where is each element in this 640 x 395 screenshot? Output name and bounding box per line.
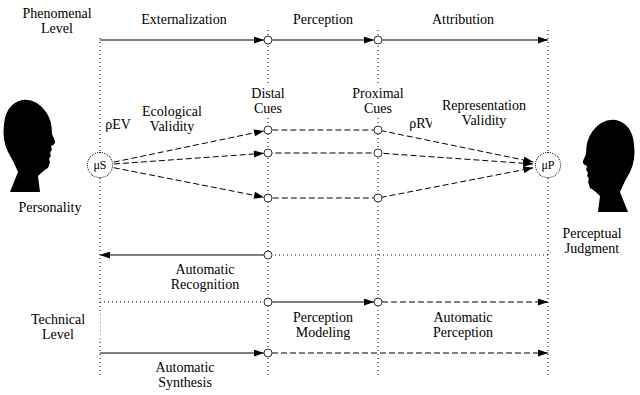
cue-dot: [264, 126, 382, 202]
stage-name: Externalization: [139, 12, 229, 27]
mean-circle: μS: [87, 152, 113, 178]
cue-label: Distal Cues: [236, 86, 300, 116]
person-silhouette: [4, 100, 56, 192]
task-label: Automatic Perception: [419, 310, 507, 340]
stage-name: Perception: [291, 12, 355, 27]
symbol-label: ρEV: [103, 117, 133, 132]
process-arrow: [100, 40, 548, 353]
task-label: Automatic Synthesis: [141, 360, 229, 390]
stage-name: Attribution: [430, 12, 496, 27]
mean-symbol: μS: [93, 159, 106, 171]
cue-path: [114, 130, 534, 162]
cue-label: Proximal Cues: [343, 86, 413, 116]
validity-label: Representation Validity: [432, 98, 536, 128]
person-label: Perceptual Judgment: [560, 226, 623, 256]
cue-arrowhead: [254, 127, 265, 200]
person-label: Personality: [17, 200, 84, 215]
validity-label: Ecological Validity: [135, 104, 209, 134]
level-name: Phenomenal Level: [13, 6, 101, 36]
task-label: Automatic Recognition: [161, 262, 249, 292]
mean-symbol: μP: [541, 159, 554, 171]
level-name: Technical Level: [16, 312, 100, 342]
mean-circle: μP: [535, 152, 561, 178]
cue-path: [114, 153, 533, 164]
person-silhouette: [583, 120, 635, 212]
junction-dot: [264, 36, 382, 357]
cue-path: [114, 168, 534, 198]
task-label: Perception Modeling: [279, 310, 367, 340]
level-divider: [100, 30, 548, 378]
